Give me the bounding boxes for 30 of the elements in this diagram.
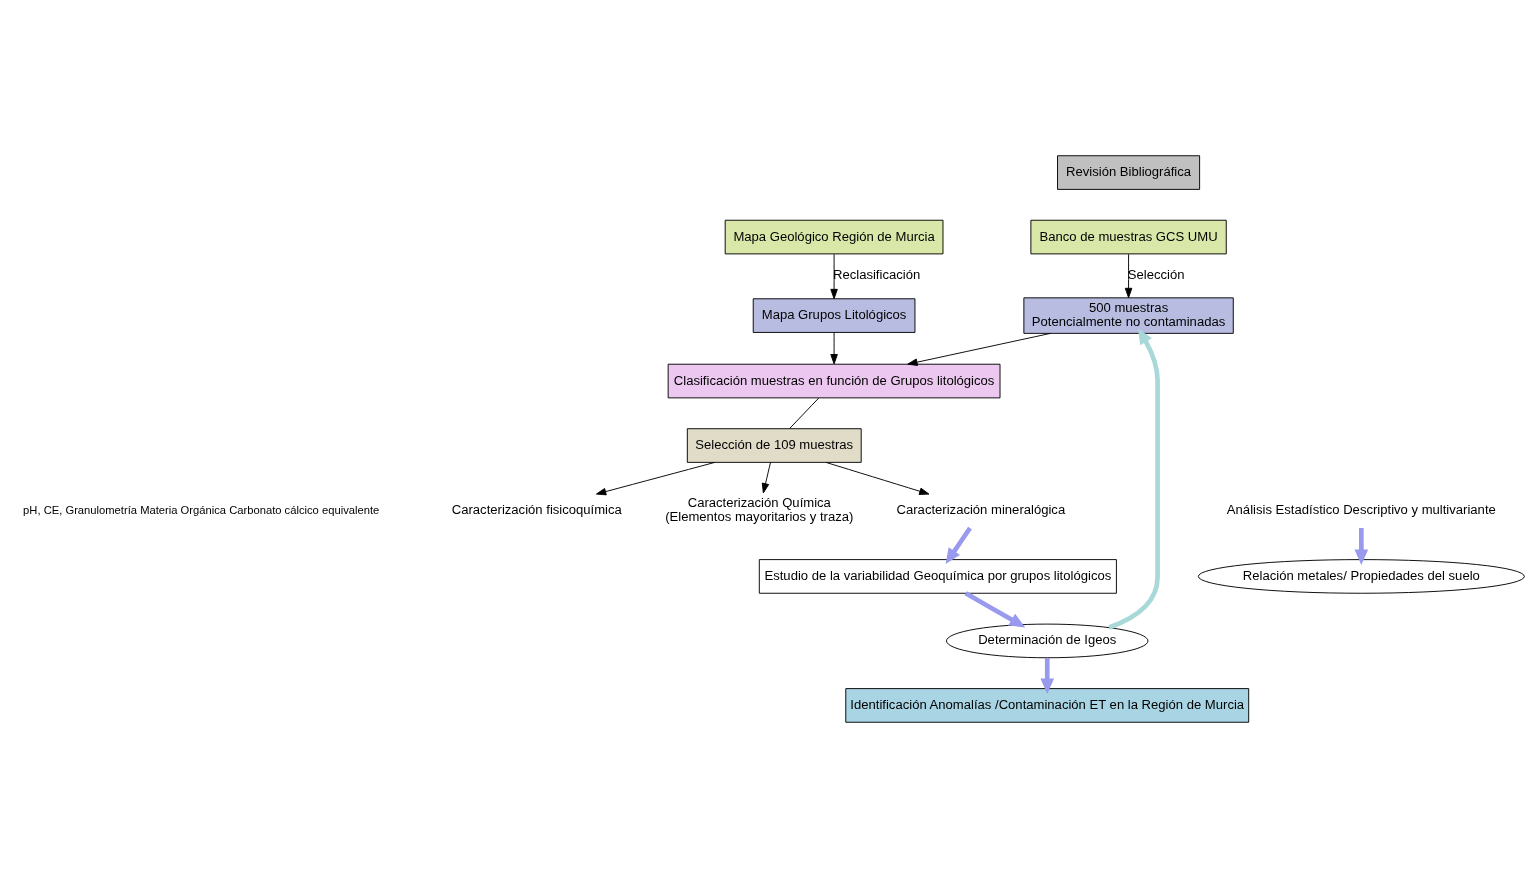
node-box: Banco de muestras GCS UMU — [1030, 219, 1227, 254]
node-ellipse: Relación metales/ Propiedades del suelo — [1197, 558, 1525, 594]
node-text: Caracterización mineralógica — [896, 501, 1066, 517]
node-box: Identificación Anomalías /Contaminación ET en la Región de Murcia — [845, 687, 1250, 723]
node-text: Caracterización fisicoquímica — [451, 501, 622, 517]
arrow — [907, 332, 1051, 366]
node-box: Clasificación muestras en función de Grupos litológicos — [667, 363, 1001, 398]
arrow — [595, 461, 716, 495]
arrow — [830, 331, 838, 364]
node-box: 500 muestras Potencialmente no contaminadas — [1023, 296, 1234, 334]
edge-label: Reclasificación — [833, 266, 921, 282]
node-text: Análisis Estadístico Descriptivo y multivariante — [1226, 501, 1496, 517]
arrow — [825, 461, 930, 495]
connector — [789, 397, 820, 429]
arrow — [1124, 253, 1133, 298]
node-text: Caracterización Química (Elementos mayoritarios y traza) — [665, 494, 854, 524]
node-box: Mapa Grupos Litológicos — [752, 297, 916, 333]
node-box: Estudio de la variabilidad Geoquímica por grupos litológicos — [758, 558, 1117, 594]
arrow — [945, 526, 972, 564]
label: pH, CE, Granulometría Materia Orgánica Carbonato cálcico equivalente — [23, 503, 380, 516]
node-box: Revisión Bibliográfica — [1057, 154, 1201, 190]
arrow — [1040, 657, 1055, 694]
node-ellipse: Determinación de Igeos — [946, 623, 1149, 658]
arrow — [830, 253, 838, 299]
arrow — [1108, 327, 1160, 630]
arrow — [1354, 527, 1369, 565]
node-box: Selección de 109 muestras — [686, 427, 862, 463]
arrow — [964, 590, 1026, 627]
arrow — [761, 461, 771, 493]
node-box: Mapa Geológico Región de Murcia — [724, 219, 944, 254]
